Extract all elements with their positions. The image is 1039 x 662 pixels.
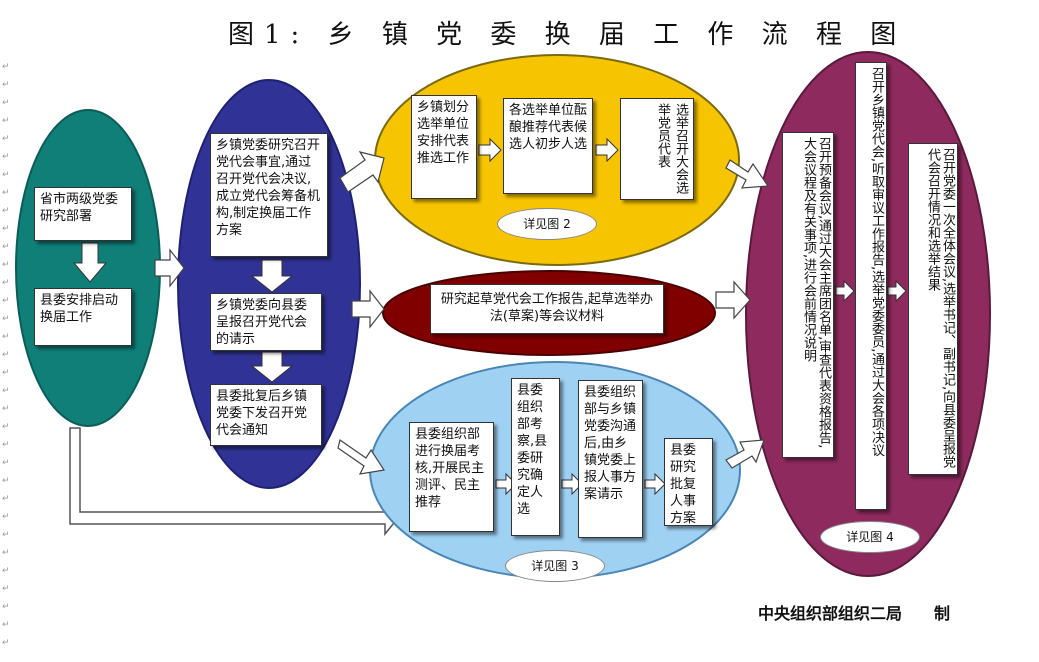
box-yellow-elect: 选举召开大会选举党员代表 xyxy=(620,98,694,200)
box-yellow-divide-units: 乡镇划分选举单位安排代表推选工作 xyxy=(411,95,477,199)
paragraph-mark-icon: ↵ xyxy=(2,314,10,324)
arrow-navy-to-yellow xyxy=(339,151,385,193)
paragraph-mark-icon: ↵ xyxy=(2,422,10,432)
paragraph-mark-icon: ↵ xyxy=(2,584,10,594)
arrow-maroon-1-2 xyxy=(835,279,855,303)
paragraph-mark-icon: ↵ xyxy=(2,512,10,522)
box-maroon-congress: 召开乡镇党代会,听取审议工作报告,选举党委委员,通过大会各项决议 xyxy=(855,62,887,510)
arrow-yellow-to-maroon xyxy=(725,159,770,189)
box-blue-approve: 县委研究批复人事方案 xyxy=(664,438,713,526)
paragraph-mark-icon: ↵ xyxy=(2,530,10,540)
paragraph-mark-icon: ↵ xyxy=(2,458,10,468)
arrow-maroon-2-3 xyxy=(887,279,907,303)
paragraph-mark-icon: ↵ xyxy=(2,116,10,126)
paragraph-mark-icon: ↵ xyxy=(2,170,10,180)
paragraph-mark-icon: ↵ xyxy=(2,278,10,288)
paragraph-mark-icon: ↵ xyxy=(2,332,10,342)
down-arrow-navy-2 xyxy=(250,351,294,383)
box-township-study: 乡镇党委研究召开党代会事宜,通过召开党代会决议,成立党代会筹备机构,制定换届工作… xyxy=(210,133,328,257)
box-maroon-first-plenary: 召开党委一次全体会议,选举书记、副书记,向县委呈报党代会召开情况和选举结果 xyxy=(908,143,958,475)
paragraph-mark-icon: ↵ xyxy=(2,80,10,90)
arrow-yellow-1-2 xyxy=(478,137,502,163)
label-see-figure-2: 详见图 2 xyxy=(497,208,597,240)
arrow-teal-to-navy xyxy=(154,248,185,288)
paragraph-mark-icon: ↵ xyxy=(2,386,10,396)
diagram-title: 图1: 乡 镇 党 委 换 届 工 作 流 程 图 xyxy=(228,20,907,50)
paragraph-mark-icon: ↵ xyxy=(2,638,10,648)
paragraph-mark-icon: ↵ xyxy=(2,476,10,486)
arrow-blue-2-3 xyxy=(561,472,583,496)
down-arrow-navy-1 xyxy=(250,259,294,293)
arrow-blue-to-maroon xyxy=(725,439,765,469)
footer-issuer: 中央组织部组织二局 制 xyxy=(758,604,951,623)
paragraph-mark-icon: ↵ xyxy=(2,206,10,216)
paragraph-mark-icon: ↵ xyxy=(2,494,10,504)
label-see-figure-4: 详见图 4 xyxy=(820,521,920,553)
box-township-notice: 县委批复后乡镇党委下发召开党代会通知 xyxy=(210,384,322,446)
paragraph-mark-icon: ↵ xyxy=(2,62,10,72)
paragraph-mark-icon: ↵ xyxy=(2,296,10,306)
paragraph-mark-icon: ↵ xyxy=(2,98,10,108)
paragraph-mark-icon: ↵ xyxy=(2,602,10,612)
arrow-navy-to-red xyxy=(351,289,385,329)
paragraph-mark-icon: ↵ xyxy=(2,260,10,270)
box-township-request: 乡镇党委向县委呈报召开党代会的请示 xyxy=(210,293,322,351)
box-blue-investigate: 县委组织部考察,县委研究确定人选 xyxy=(511,378,560,536)
box-draft-materials: 研究起草党代会工作报告,起草选举办法(草案)等会议材料 xyxy=(430,284,664,334)
paragraph-mark-icon: ↵ xyxy=(2,350,10,360)
arrow-navy-to-blue xyxy=(337,439,386,475)
box-county-launch: 县委安排启动换届工作 xyxy=(34,288,132,346)
box-maroon-preparatory-meeting: 召开预备会议,通过大会主席团名单,审查代表资格报告,大会议程及有关事项,进行会前… xyxy=(782,132,834,458)
paragraph-mark-icon: ↵ xyxy=(2,548,10,558)
box-blue-communicate: 县委组织部与乡镇党委沟通后,由乡镇党委上报人事方案请示 xyxy=(578,380,643,538)
paragraph-mark-icon: ↵ xyxy=(2,620,10,630)
paragraph-mark-icon: ↵ xyxy=(2,224,10,234)
down-arrow-teal xyxy=(72,242,108,283)
paragraph-mark-icon: ↵ xyxy=(2,242,10,252)
box-yellow-nominate: 各选举单位酝酿推荐代表候选人初步人选 xyxy=(503,98,593,194)
arrow-blue-3-4 xyxy=(644,472,666,496)
paragraph-mark-icon: ↵ xyxy=(2,440,10,450)
box-blue-assessment: 县委组织部进行换届考核,开展民主测评、民主推荐 xyxy=(409,422,494,532)
paragraph-mark-icon: ↵ xyxy=(2,566,10,576)
label-see-figure-3: 详见图 3 xyxy=(505,550,605,582)
paragraph-mark-icon: ↵ xyxy=(2,404,10,414)
paragraph-mark-icon: ↵ xyxy=(2,134,10,144)
paragraph-mark-icon: ↵ xyxy=(2,368,10,378)
paragraph-mark-icon: ↵ xyxy=(2,188,10,198)
arrow-yellow-2-3 xyxy=(595,137,619,163)
paragraph-mark-icon: ↵ xyxy=(2,152,10,162)
arrow-red-to-maroon xyxy=(715,280,751,320)
box-provincial-deployment: 省市两级党委研究部署 xyxy=(34,187,132,241)
